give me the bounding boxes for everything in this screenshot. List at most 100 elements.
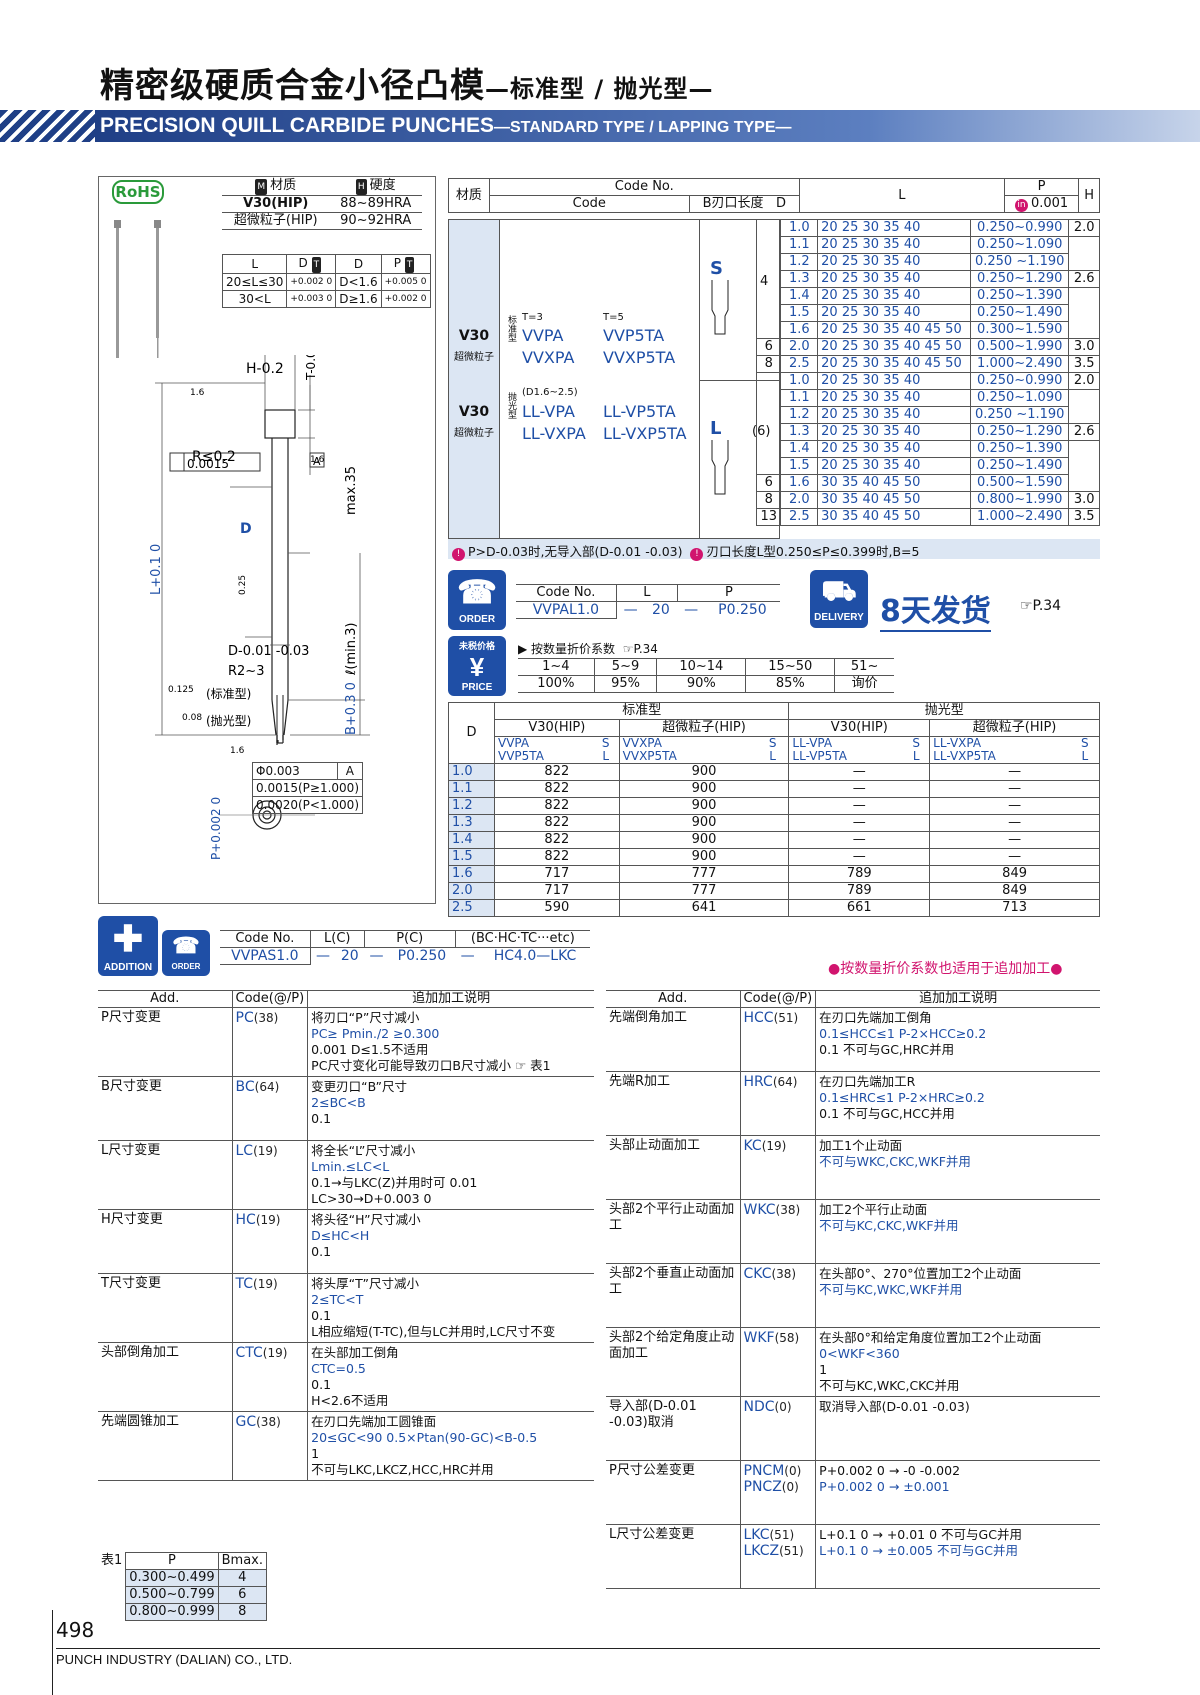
label-std: (标准型)	[206, 687, 251, 701]
addition-note: ●按数量折价系数也适用于追加加工●	[828, 961, 1063, 977]
title-banner: PRECISION QUILL CARBIDE PUNCHES—STANDARD…	[0, 110, 1200, 142]
page-number: 498	[56, 1618, 95, 1642]
dim-r2: R2~3	[228, 664, 264, 679]
footer-rule	[56, 1648, 1100, 1649]
punch-technical-drawing: H-0.2 T-0.01 R≤0.2 0.0015 A D max.35 L+0…	[150, 355, 370, 860]
dim-max: max.35	[344, 466, 359, 515]
datum-a: A	[313, 455, 321, 468]
dim-p: P+0.002 0	[209, 797, 223, 860]
discount-title: ▶ 按数量折价系数 ☞P.34	[518, 642, 658, 656]
rough-6: 1.6	[230, 746, 245, 756]
company-name: PUNCH INDUSTRY (DALIAN) CO., LTD.	[56, 1652, 293, 1667]
spec-code-cell: 标准型 T=3 T=5 VVPA VVP5TA VVXPA VVXP5TA 抛光…	[500, 219, 700, 539]
rough-3: 0.25	[238, 575, 248, 595]
dim-r: R≤0.2	[192, 449, 236, 465]
label-lap: (抛光型)	[206, 713, 251, 728]
delivery-badge: ⛟DELIVERY	[810, 570, 868, 628]
dim-d: D	[240, 521, 252, 537]
order-badge: ☎ORDER	[448, 570, 506, 630]
rough-2: 1.6	[310, 455, 325, 465]
title-en: PRECISION QUILL CARBIDE PUNCHES	[100, 114, 494, 137]
dim-h: H-0.2	[246, 361, 284, 377]
delivery-ref[interactable]: ☞P.34	[1020, 598, 1062, 614]
dim-d-tol: D-0.01 -0.03	[228, 644, 309, 659]
addition-badge: ✚ADDITION	[98, 916, 158, 976]
dim-b: B+0.3 0	[344, 682, 359, 735]
price-badge: 未税价格 ¥ PRICE	[448, 636, 506, 696]
spec-notes: !P>D-0.03时,无导入部(D-0.01 -0.03) !刃口长度L型0.2…	[448, 539, 1100, 561]
dim-t: T-0.01	[304, 355, 318, 381]
punch-photo	[114, 220, 161, 358]
flatness: 0.0015	[187, 457, 229, 471]
dim-lmin: ℓ(min.3)	[344, 623, 359, 676]
addition-example-table: Code No.L(C)P(C)(BC·HC·TC···etc) VVPAS1.…	[220, 930, 590, 965]
rough-1: 1.6	[190, 388, 205, 398]
title-en-sub: —STANDARD TYPE / LAPPING TYPE—	[494, 119, 792, 136]
addition-order-badge: ☎ORDER	[162, 930, 210, 976]
rohs-badge: RoHS	[112, 180, 164, 204]
rough-5: 0.08	[182, 713, 202, 723]
footer-line	[52, 1610, 53, 1695]
page-title: 精密级硬质合金小径凸模—标准型 / 抛光型—	[100, 66, 714, 106]
delivery-days: 8天发货	[880, 586, 991, 632]
product-drawing-frame	[98, 176, 436, 904]
dim-l: L+0.1 0	[150, 544, 164, 595]
spec-mat-cell: V30 超微粒子 V30 超微粒子	[448, 219, 500, 539]
rough-4: 0.125	[168, 685, 194, 695]
